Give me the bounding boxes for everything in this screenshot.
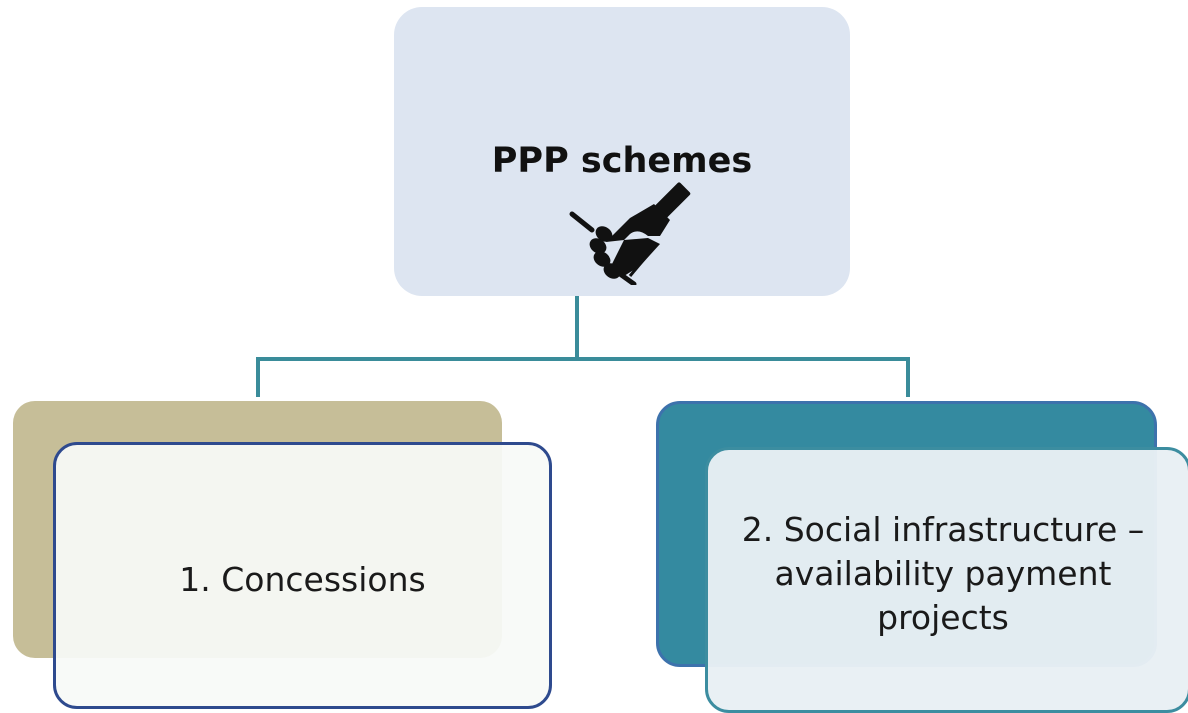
social-infrastructure-label: 2. Social infrastructure – availability … — [741, 510, 1145, 637]
handshake-icon — [569, 182, 691, 285]
connector-root-to-concessions — [256, 296, 579, 397]
concessions-label: 1. Concessions — [179, 559, 426, 599]
root-node-ppp-schemes: PPP schemes — [394, 7, 850, 296]
root-node-title: PPP schemes — [491, 141, 753, 181]
child-node-concessions: 1. Concessions — [53, 442, 552, 709]
connector-root-to-social-infrastructure — [577, 357, 910, 397]
child-node-social-infrastructure: 2. Social infrastructure – availability … — [705, 447, 1188, 713]
